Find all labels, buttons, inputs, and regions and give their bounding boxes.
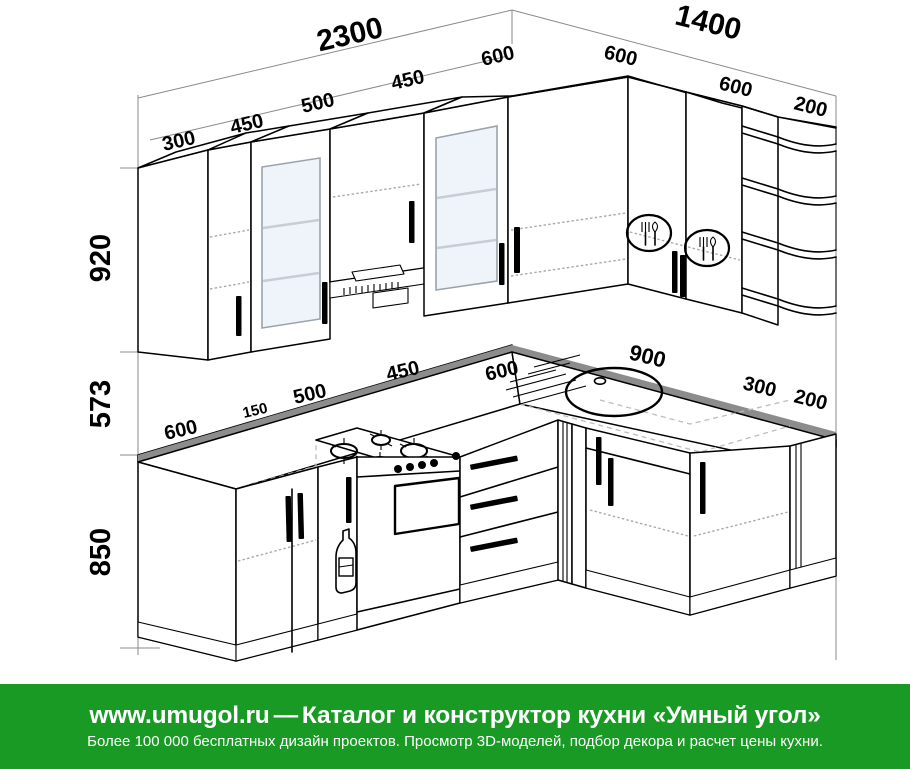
base-cabinet-200-right-end[interactable]: [789, 433, 837, 589]
upper-cabinet-500-hood[interactable]: [329, 96, 463, 309]
footer-subline: Более 100 000 бесплатных дизайн проектов…: [87, 732, 823, 750]
dim-height-920: 920: [85, 234, 117, 282]
upper-cabinet-450-glass-right[interactable]: [423, 95, 513, 317]
upper-cabinet-300[interactable]: [137, 125, 290, 361]
dim-upper-right-600b: 600: [717, 73, 755, 102]
footer-headline-text: Каталог и конструктор кухни «Умный угол»: [301, 701, 821, 729]
upper-cabinets-right-wall: [625, 75, 837, 326]
shelf-boards: [741, 125, 837, 316]
base-drawer-unit-450[interactable]: [459, 419, 559, 604]
dim-overall-right: 1400: [672, 0, 745, 47]
dim-height-850: 850: [85, 528, 117, 576]
dim-upper-right-600a: 600: [602, 42, 640, 71]
upper-cabinet-450-glass-left[interactable]: [250, 112, 369, 353]
fork-and-spoon-decor: [625, 213, 673, 253]
dim-lower-right-200: 200: [792, 386, 830, 415]
dim-lower-150: 150: [241, 400, 269, 422]
base-cabinets-left-wall: [137, 419, 559, 662]
fork-and-spoon-decor: [683, 228, 731, 268]
base-cabinet-600-left[interactable]: [137, 461, 319, 662]
upper-cabinet-corner-600[interactable]: [507, 75, 629, 304]
dim-lower-sink-900: 900: [627, 340, 669, 373]
footer-banner: www.umugol.ru—Каталог и конструктор кухн…: [0, 684, 910, 769]
dim-lower-right-300: 300: [741, 373, 779, 402]
base-corner-post: [557, 419, 587, 589]
upper-open-corner-shelf-200[interactable]: [741, 105, 837, 326]
dim-upper-450b: 450: [389, 66, 426, 95]
upper-cabinets-left-wall: [137, 95, 513, 361]
footer-dash: —: [273, 701, 299, 729]
dim-upper-right-200: 200: [792, 93, 830, 122]
bottle-icon: [335, 528, 357, 594]
footer-site-url[interactable]: www.umugol.ru: [89, 701, 270, 729]
range-hood: [329, 264, 425, 309]
base-cabinets-right-wall: [585, 427, 837, 616]
sink-with-drainboard[interactable]: [505, 354, 664, 418]
dim-overall-left: 2300: [314, 11, 386, 58]
dim-upper-500: 500: [299, 89, 336, 118]
base-cabinet-sink-900[interactable]: [585, 427, 691, 616]
base-cabinet-150-bottle-rack[interactable]: [317, 456, 358, 641]
footer-headline: www.umugol.ru—Каталог и конструктор кухн…: [89, 701, 821, 730]
oven-knobs[interactable]: [394, 452, 460, 473]
base-cabinet-300-right[interactable]: [689, 445, 791, 616]
countertops: [137, 344, 837, 490]
dim-height-573: 573: [85, 380, 117, 428]
stove-and-oven-500[interactable]: [315, 427, 461, 631]
dim-upper-corner-600: 600: [479, 42, 516, 71]
